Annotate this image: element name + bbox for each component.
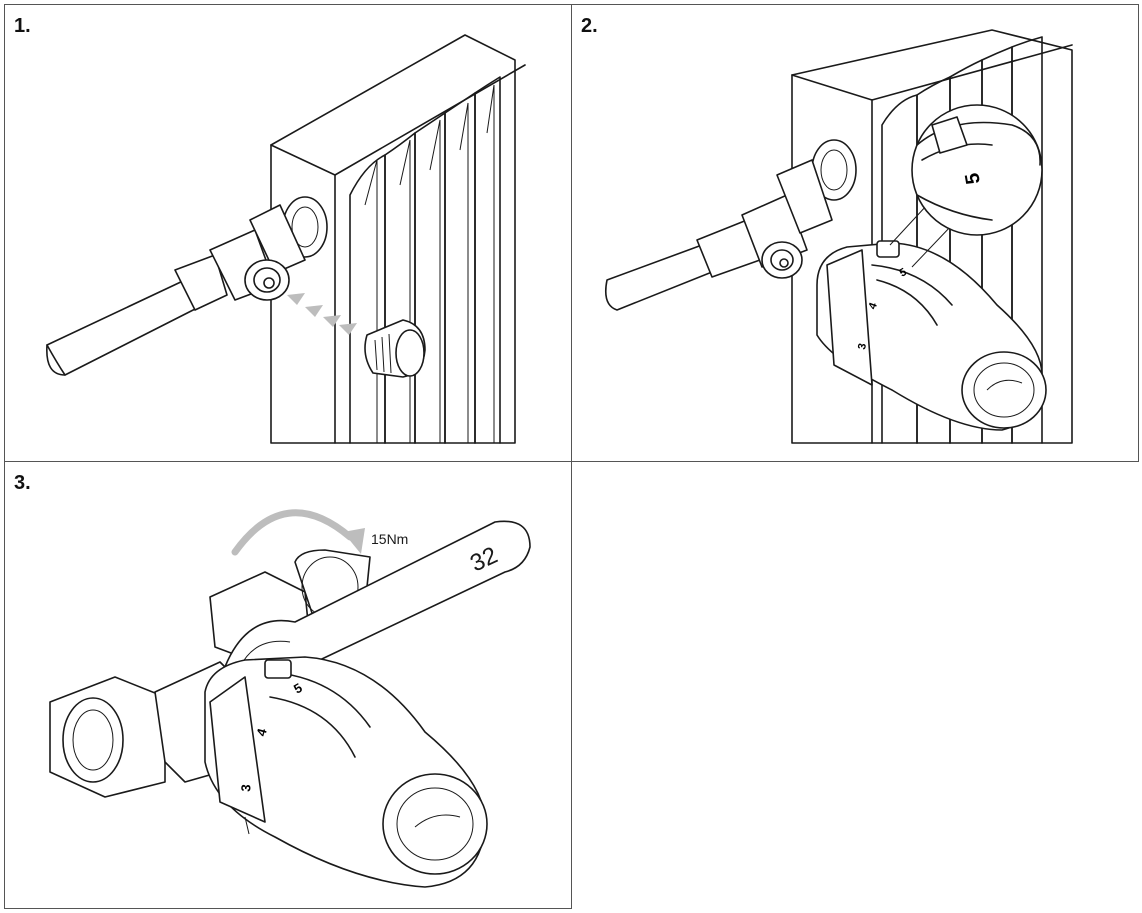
zoom-mark-5: 5 <box>961 171 985 186</box>
protective-cap <box>364 319 426 378</box>
step-2-label: 2. <box>581 15 598 37</box>
rotation-arrow <box>231 509 365 556</box>
dial-mark-4: 4 <box>253 726 270 738</box>
valve-body <box>696 159 833 279</box>
step-1-panel: 1. <box>4 4 572 462</box>
step-2-illustration: 5 4 3 5 <box>604 29 1073 444</box>
step-1-label: 1. <box>14 15 31 37</box>
valve-body <box>174 204 306 311</box>
zoom-callout <box>889 104 1043 268</box>
radiator <box>270 34 526 444</box>
dial-mark-3: 3 <box>856 342 869 350</box>
direction-arrows <box>287 293 357 335</box>
step-1-illustration <box>46 34 526 444</box>
thermostat-head <box>204 656 488 888</box>
pipe <box>46 279 204 376</box>
pipe <box>604 244 718 311</box>
step-3-illustration: 15Nm 32 5 4 3 <box>49 509 531 888</box>
dial-mark-3: 3 <box>238 784 254 793</box>
thermostat-head <box>816 240 1047 431</box>
torque-label: 15Nm <box>371 531 408 547</box>
dial-mark-5: 5 <box>898 266 909 279</box>
step-2-panel: 2. <box>571 4 1139 462</box>
step-3-label: 3. <box>14 472 31 494</box>
step-3-panel: 3. 15Nm 32 <box>4 461 572 909</box>
dial-mark-4: 4 <box>867 300 881 311</box>
